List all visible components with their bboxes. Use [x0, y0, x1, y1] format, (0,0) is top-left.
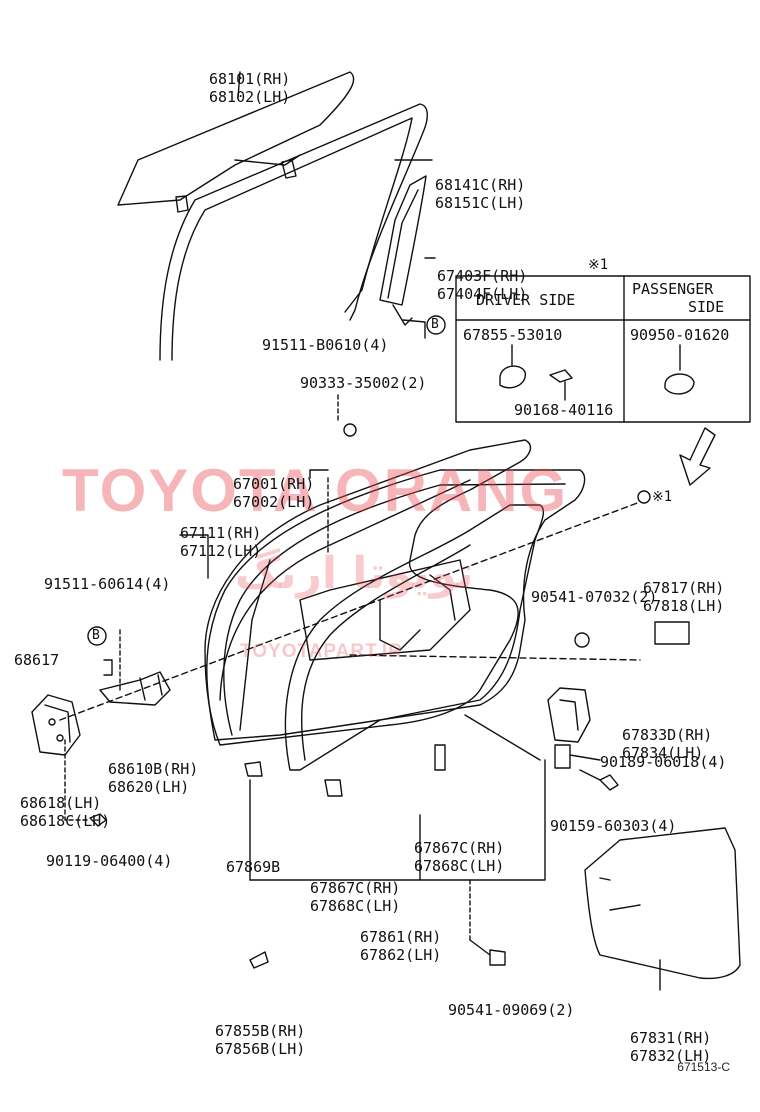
label-check-68610b: 68610B(RH)68620(LH): [108, 760, 199, 796]
label-plug-90541-07032: 90541-07032(2): [531, 588, 658, 606]
label-bolt-90119: 90119-06400(4): [46, 852, 173, 870]
table-header-driver: DRIVER SIDE: [476, 291, 576, 309]
label-weatherstrip-67111: 67111(RH)67112(LH): [180, 524, 262, 560]
table-driver-screw: 90168-40116: [514, 401, 614, 419]
label-bracket-67833d: 67833D(RH)67834(LH): [622, 726, 713, 762]
outer-weatherstrip-shape: [206, 469, 586, 741]
callout-b-1: B: [431, 317, 439, 332]
label-bolt-91511-b0610: 91511-B0610(4): [262, 336, 389, 354]
hinge-shape: [31, 694, 81, 756]
window-glass-shape: [117, 71, 355, 206]
label-clip-67869b: 67869B: [226, 858, 281, 876]
table-header-passenger: PASSENGER SIDE: [632, 280, 725, 316]
label-plug-90333: 90333-35002(2): [300, 374, 427, 392]
door-check-shape: [99, 671, 171, 706]
label-division-bar: 67403F(RH)67404F(LH): [437, 267, 528, 303]
label-bolt-90159: 90159-60303(4): [550, 817, 677, 835]
label-bolt-91511-60614: 91511-60614(4): [44, 575, 171, 593]
callout-b-circle-1: [426, 315, 446, 335]
reference-code: 671513-C: [677, 1060, 730, 1074]
label-door-panel: 67001(RH)67002(LH): [233, 475, 315, 511]
seal-shape: [654, 621, 690, 645]
label-cover-67855b: 67855B(RH)67856B(LH): [215, 1022, 306, 1058]
label-window-glass: 68101(RH)68102(LH): [209, 70, 291, 106]
label-clip-67867c-right: 67867C(RH)67868C(LH): [414, 839, 505, 875]
label-plug-90541-09069: 90541-09069(2): [448, 1001, 575, 1019]
label-pin-68617: 68617: [14, 651, 60, 669]
label-clip-67867c-left: 67867C(RH)67868C(LH): [310, 879, 401, 915]
note-mark: ※1: [588, 257, 609, 273]
callout-b-circle-2: [87, 626, 107, 646]
label-hinge-68618: 68618(LH)68618C(LH): [20, 794, 111, 830]
callout-b-2: B: [92, 628, 100, 643]
label-seal-67817: 67817(RH)67818(LH): [643, 579, 725, 615]
label-cover-67831: 67831(RH)67832(LH): [630, 1029, 712, 1065]
lock-bracket-shape: [547, 687, 591, 743]
table-driver-part: 67855-53010: [463, 326, 563, 344]
division-bar-shape: [379, 175, 427, 306]
note-mark-target: ※1: [652, 489, 673, 505]
interior-cover-shape: [584, 827, 741, 980]
table-passenger-part: 90950-01620: [630, 326, 730, 344]
label-weatherstrip-67861: 67861(RH)67862(LH): [360, 928, 442, 964]
run-channel-shape: [159, 103, 428, 361]
label-screw-90189: 90189-06018(4): [600, 753, 727, 771]
inner-weatherstrip-shape: [284, 504, 544, 771]
label-run-channel: 68141C(RH)68151C(LH): [435, 176, 526, 212]
